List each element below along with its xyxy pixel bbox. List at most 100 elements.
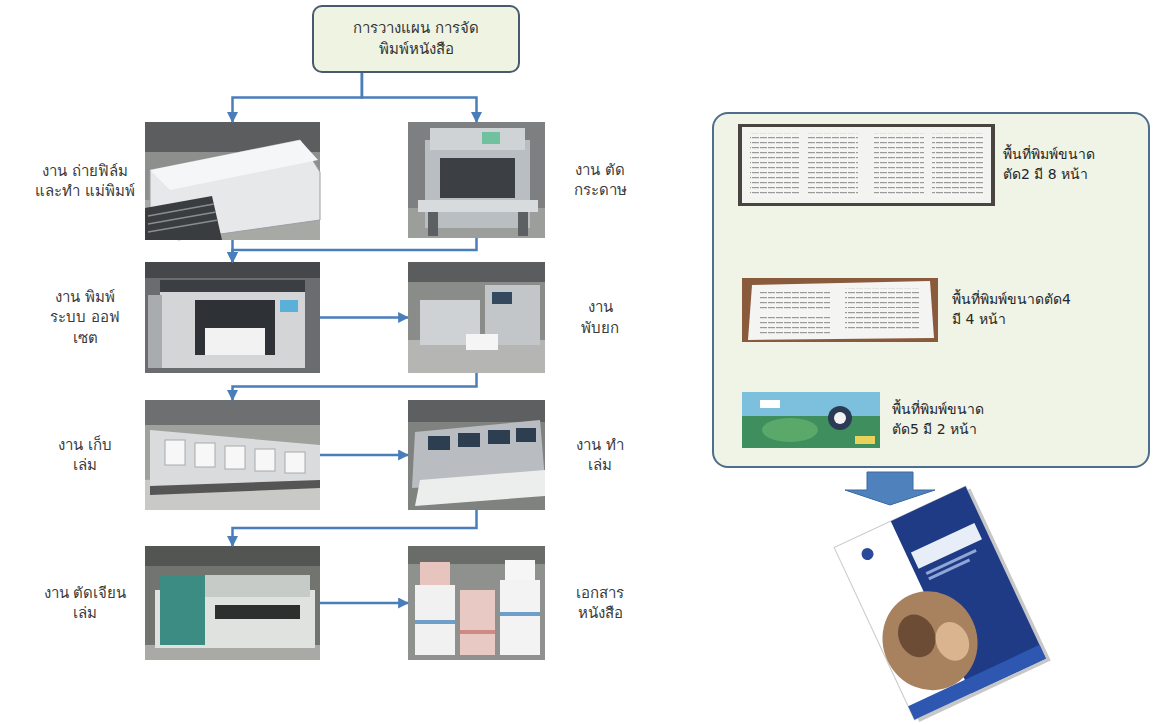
binding-machine-photo-part xyxy=(408,400,545,510)
sheet-8-pages-photo-part xyxy=(932,133,984,197)
block-arrow xyxy=(845,472,935,505)
step-label: งาน ตัดกระดาษ xyxy=(561,160,639,201)
collating-machine-photo-part xyxy=(225,446,245,469)
sheet-2-pages-photo-part xyxy=(742,392,880,448)
book-cover-part xyxy=(928,559,970,581)
process-photo: งาน ถ่ายฟิล์มและทำ แม่พิมพ์ xyxy=(145,122,320,240)
flow-arrow xyxy=(233,373,477,400)
sheet-photo: พื้นที่พิมพ์ขนาดตัด5 มี 2 หน้า xyxy=(742,392,880,448)
binding-machine-photo-part xyxy=(415,470,545,506)
offset-press-photo-part xyxy=(160,280,305,368)
paper-cutter-photo-part xyxy=(518,212,528,236)
offset-press-photo-part xyxy=(145,262,320,373)
sheet-caption: พื้นที่พิมพ์ขนาดตัด2 มี 8 หน้า xyxy=(1003,145,1111,184)
sheet-4-pages-photo-part xyxy=(748,281,934,340)
film-platemaker-photo-part xyxy=(145,196,222,240)
film-platemaker-photo-part xyxy=(145,122,320,240)
flow-arrow xyxy=(320,454,408,457)
folding-machine-photo-part xyxy=(466,334,498,350)
sheet-8-pages-photo-part xyxy=(738,124,995,206)
book-stacks-photo-part xyxy=(500,580,540,655)
sheet-panel: พื้นที่พิมพ์ขนาดตัด2 มี 8 หน้าพื้นที่พิม… xyxy=(712,112,1150,468)
paper-cutter-photo-part xyxy=(482,132,500,144)
sheet-4-pages-photo-part xyxy=(742,278,938,342)
sheet-4-pages-photo-part xyxy=(760,290,830,310)
offset-press-photo-part xyxy=(195,300,275,355)
trimming-machine-photo xyxy=(145,546,320,660)
flow-arrow xyxy=(233,73,362,122)
book-cover-part xyxy=(926,549,977,575)
binding-machine-photo xyxy=(408,400,545,510)
paper-cutter-photo-part xyxy=(428,212,438,236)
step-label: เอกสาร หนังสือ xyxy=(569,583,631,624)
binding-machine-photo-part xyxy=(488,430,510,444)
trimming-machine-photo-part xyxy=(215,605,300,619)
step-label: งาน ถ่ายฟิล์มและทำ แม่พิมพ์ xyxy=(33,161,138,202)
paper-cutter-photo xyxy=(408,122,545,238)
panel-ground xyxy=(712,112,1150,468)
step-label: งาน เก็บเล่ม xyxy=(54,435,116,476)
book-stacks-photo-part xyxy=(408,546,545,660)
paper-cutter-photo-part xyxy=(425,140,530,228)
sheet-4-pages-photo-part xyxy=(760,314,830,334)
sheet-4-pages-photo-part xyxy=(845,312,920,332)
binding-machine-photo-part xyxy=(408,400,545,422)
trimming-machine-photo-part xyxy=(205,575,310,597)
book-cover-part xyxy=(834,486,1046,719)
sheet-4-pages-photo xyxy=(742,278,938,342)
collating-machine-photo-part xyxy=(285,452,305,473)
offset-press-photo-part xyxy=(160,280,305,292)
sheet-caption: พื้นที่พิมพ์ขนาดตัด5 มี 2 หน้า xyxy=(892,400,1000,439)
step-label: งาน ทำเล่ม xyxy=(573,435,627,476)
flow-arrow xyxy=(320,316,408,319)
paper-cutter-photo-part xyxy=(430,128,525,150)
book-cover-part xyxy=(891,608,942,663)
folding-machine-photo xyxy=(408,262,545,373)
sheet-2-pages-photo-part xyxy=(760,400,780,408)
sheet-2-pages-photo-part xyxy=(742,392,880,416)
book-stacks-photo xyxy=(408,546,545,660)
offset-press-photo xyxy=(145,262,320,373)
sheet-2-pages-photo-part xyxy=(762,418,818,442)
collating-machine-photo-part xyxy=(145,400,320,425)
book-stacks-photo-part xyxy=(415,585,455,655)
book-cover-part xyxy=(911,523,982,569)
process-photo: งาน พิมพ์ระบบ ออฟเซต xyxy=(145,262,320,373)
film-platemaker-photo-part xyxy=(150,140,318,190)
sheet-4-pages-photo-part xyxy=(845,288,920,308)
book-stacks-photo-part xyxy=(505,560,535,580)
process-photo: งาน ทำเล่ม xyxy=(408,400,545,510)
sheet-2-pages-photo-part xyxy=(834,412,846,424)
sheet-photo: พื้นที่พิมพ์ขนาดตัด4 มี 4 หน้า xyxy=(742,278,938,342)
trimming-machine-photo-part xyxy=(145,546,320,566)
trimming-machine-photo-part xyxy=(145,546,320,660)
sheet-8-pages-photo-part xyxy=(808,133,858,197)
collating-machine-photo-part xyxy=(255,449,275,471)
process-photo: งาน ตัดกระดาษ xyxy=(408,122,545,238)
book-stacks-photo-part xyxy=(460,630,495,634)
paper-cutter-photo-part xyxy=(418,200,538,212)
offset-press-photo-part xyxy=(205,328,265,355)
paper-cutter-photo-part xyxy=(408,122,545,238)
process-photo: งาน พับยก xyxy=(408,262,545,373)
sheet-8-pages-photo-part xyxy=(750,133,800,197)
folding-machine-photo-part xyxy=(408,262,545,282)
book-cover-part xyxy=(929,616,975,666)
book-cover-part xyxy=(860,546,876,562)
process-photo: งาน เก็บเล่ม xyxy=(145,400,320,510)
planning-box: การวางแผน การจัดพิมพ์หนังสือ xyxy=(312,5,520,73)
step-label: งาน พิมพ์ระบบ ออฟเซต xyxy=(50,287,120,348)
paper-cutter-photo-part xyxy=(440,158,515,198)
film-platemaker-photo-part xyxy=(148,220,218,232)
book-stacks-photo-part xyxy=(420,562,450,585)
book-stacks-photo-part xyxy=(460,590,495,655)
collating-machine-photo-part xyxy=(150,480,320,495)
flow-arrow xyxy=(233,510,477,546)
collating-machine-photo-part xyxy=(145,400,320,510)
block-arrow-part xyxy=(845,472,935,505)
binding-machine-photo-part xyxy=(516,428,536,442)
flow-arrow xyxy=(362,73,477,122)
process-photo: งาน ตัดเจียนเล่ม xyxy=(145,546,320,660)
sheet-2-pages-photo-part xyxy=(828,406,852,430)
